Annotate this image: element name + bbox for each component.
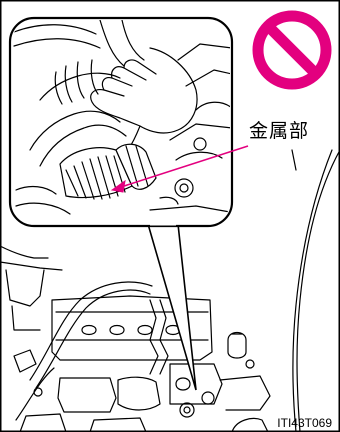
- callout-arrow: [110, 145, 249, 193]
- prohibition-icon: [252, 10, 332, 90]
- callout-bubble: [8, 16, 234, 228]
- figure-code: ITI43T069: [277, 416, 332, 430]
- callout-tail: [147, 223, 197, 391]
- callout-label-metal-part: 金属部: [249, 120, 310, 142]
